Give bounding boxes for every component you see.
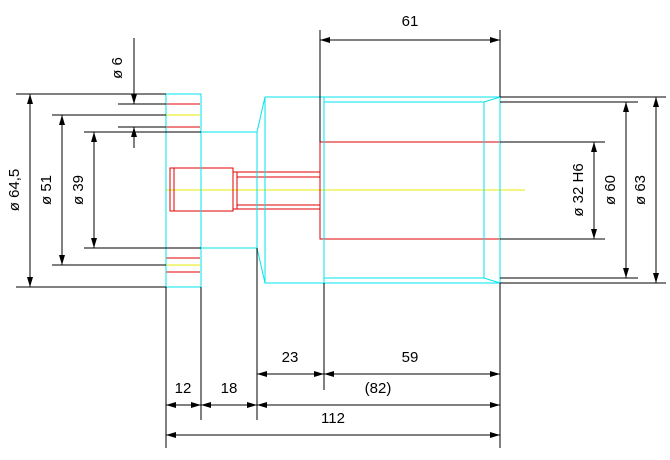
hidden-lines xyxy=(166,103,501,273)
label-112: 112 xyxy=(321,410,345,427)
flange-outline xyxy=(165,93,202,288)
label-d63: ø 63 xyxy=(632,175,649,205)
dimension-lines xyxy=(16,30,666,448)
part-outline xyxy=(165,93,501,288)
collar-bottom-taper xyxy=(256,247,324,284)
body-chamfer-top xyxy=(483,96,501,103)
label-d51: ø 51 xyxy=(38,175,55,205)
label-12: 12 xyxy=(175,380,192,397)
center-lines xyxy=(166,114,525,266)
arrowheads xyxy=(27,37,659,438)
label-d60: ø 60 xyxy=(602,175,619,205)
dimension-labels: ø 6 ø 64,5 ø 51 ø 39 ø 32 H6 ø 60 ø 63 6… xyxy=(6,13,649,427)
label-d32-h6: ø 32 H6 xyxy=(570,163,587,216)
label-d64-5: ø 64,5 xyxy=(6,169,23,212)
body-chamfer-bottom xyxy=(483,277,501,284)
label-61: 61 xyxy=(402,13,419,30)
label-18: 18 xyxy=(221,380,238,397)
label-82: (82) xyxy=(365,380,392,397)
label-23: 23 xyxy=(282,349,299,366)
label-d39: ø 39 xyxy=(70,175,87,205)
body-outline xyxy=(323,96,501,284)
collar-top-taper xyxy=(256,96,324,133)
label-d6: ø 6 xyxy=(109,57,126,79)
label-59: 59 xyxy=(402,349,419,366)
